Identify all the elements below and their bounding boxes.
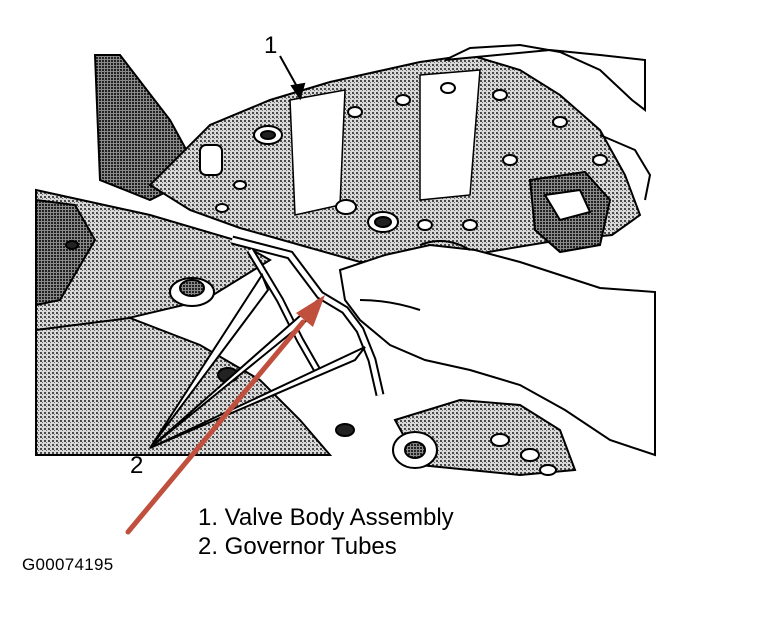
callout-number-2: 2 [130,452,144,479]
callout-1-leader [279,55,306,101]
transmission-case [35,54,355,456]
legend-item-valve-body-assembly: 1. Valve Body Assembly [198,504,454,531]
callout-number-1: 1 [264,32,278,59]
figure-id: G00074195 [22,555,114,574]
hand-lower [338,240,656,457]
valve-body-assembly [148,53,642,263]
hand-upper [444,43,652,201]
gear-housing [392,398,577,477]
governor-tubes [230,235,385,397]
legend-item-governor-tubes: 2. Governor Tubes [198,533,397,560]
legend: 1. Valve Body Assembly 2. Governor Tubes [198,503,454,561]
pointer-arrow [125,295,325,535]
callout-2-leaders [149,272,366,449]
